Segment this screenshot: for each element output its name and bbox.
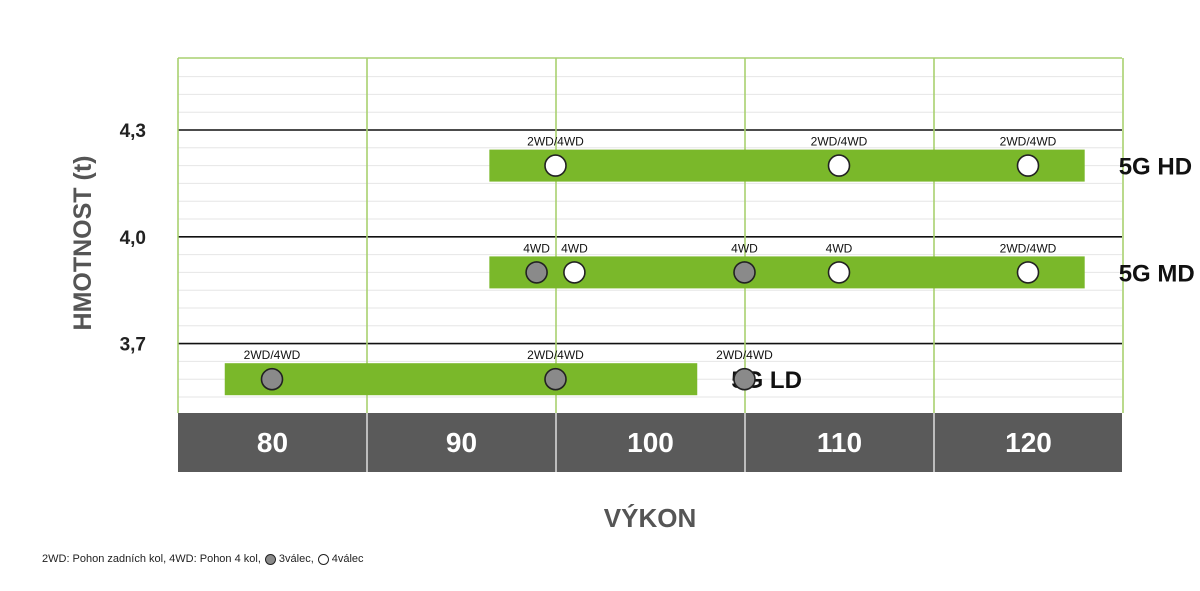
legend-3cyl-circle-icon: [264, 553, 276, 565]
x-axis-title: VÝKON: [604, 503, 696, 533]
legend-4cyl-circle-icon: [317, 553, 329, 565]
legend: 2WD: Pohon zadních kol, 4WD: Pohon 4 kol…: [42, 553, 364, 565]
data-point: [544, 154, 567, 177]
data-point: [1016, 154, 1040, 177]
x-tick-label: 110: [817, 427, 862, 458]
band-bar: [224, 363, 698, 396]
data-point-label: 2WD/4WD: [1000, 241, 1057, 255]
axis-layer: 4,3 4,0 3,7 80 90 100 110 120: [120, 121, 1122, 472]
band-label: 5G HD: [1119, 154, 1192, 181]
data-point-label: 4WD: [826, 241, 853, 255]
data-point-label: 2WD/4WD: [1000, 135, 1057, 149]
point-layer: 2WD/4WD 2WD/4WD 2WD/4WD 4WD 4WD 4WD 4WD 2WD/4WD…: [244, 135, 1057, 391]
data-point: [827, 154, 851, 177]
x-tick-label: 120: [1005, 427, 1052, 458]
x-tick-label: 80: [257, 427, 288, 458]
data-point: [733, 261, 756, 284]
data-point-label: 2WD/4WD: [527, 348, 584, 362]
data-point-label: 4WD: [731, 241, 758, 255]
data-point: [563, 261, 586, 284]
x-tick-label: 100: [627, 427, 674, 458]
y-tick-label: 4,0: [120, 228, 146, 249]
data-point: [525, 261, 548, 284]
data-point-label: 4WD: [523, 241, 550, 255]
data-point: [544, 367, 567, 391]
data-point: [827, 261, 851, 284]
data-point: [733, 367, 756, 391]
y-axis-title: HMOTNOST (t): [69, 156, 97, 331]
band-bar: [489, 149, 1085, 182]
y-tick-label: 3,7: [120, 335, 146, 356]
x-tick-label: 90: [446, 427, 477, 458]
band-bar: [489, 256, 1085, 289]
data-point-label: 2WD/4WD: [527, 135, 584, 149]
grid-layer: [177, 57, 1124, 413]
x-axis-bar: [178, 413, 1122, 472]
band-label: 5G MD: [1119, 260, 1195, 287]
legend-3cyl-label: 3válec,: [278, 553, 314, 565]
data-point-label: 4WD: [561, 241, 588, 255]
data-point-label: 2WD/4WD: [244, 348, 301, 362]
legend-prefix: 2WD: Pohon zadních kol, 4WD: Pohon 4 kol…: [42, 553, 261, 565]
y-tick-label: 4,3: [120, 121, 146, 142]
data-point-label: 2WD/4WD: [716, 348, 773, 362]
data-point: [260, 367, 284, 391]
data-point: [1016, 261, 1040, 284]
data-point-label: 2WD/4WD: [811, 135, 868, 149]
legend-4cyl-label: 4válec: [331, 553, 364, 565]
